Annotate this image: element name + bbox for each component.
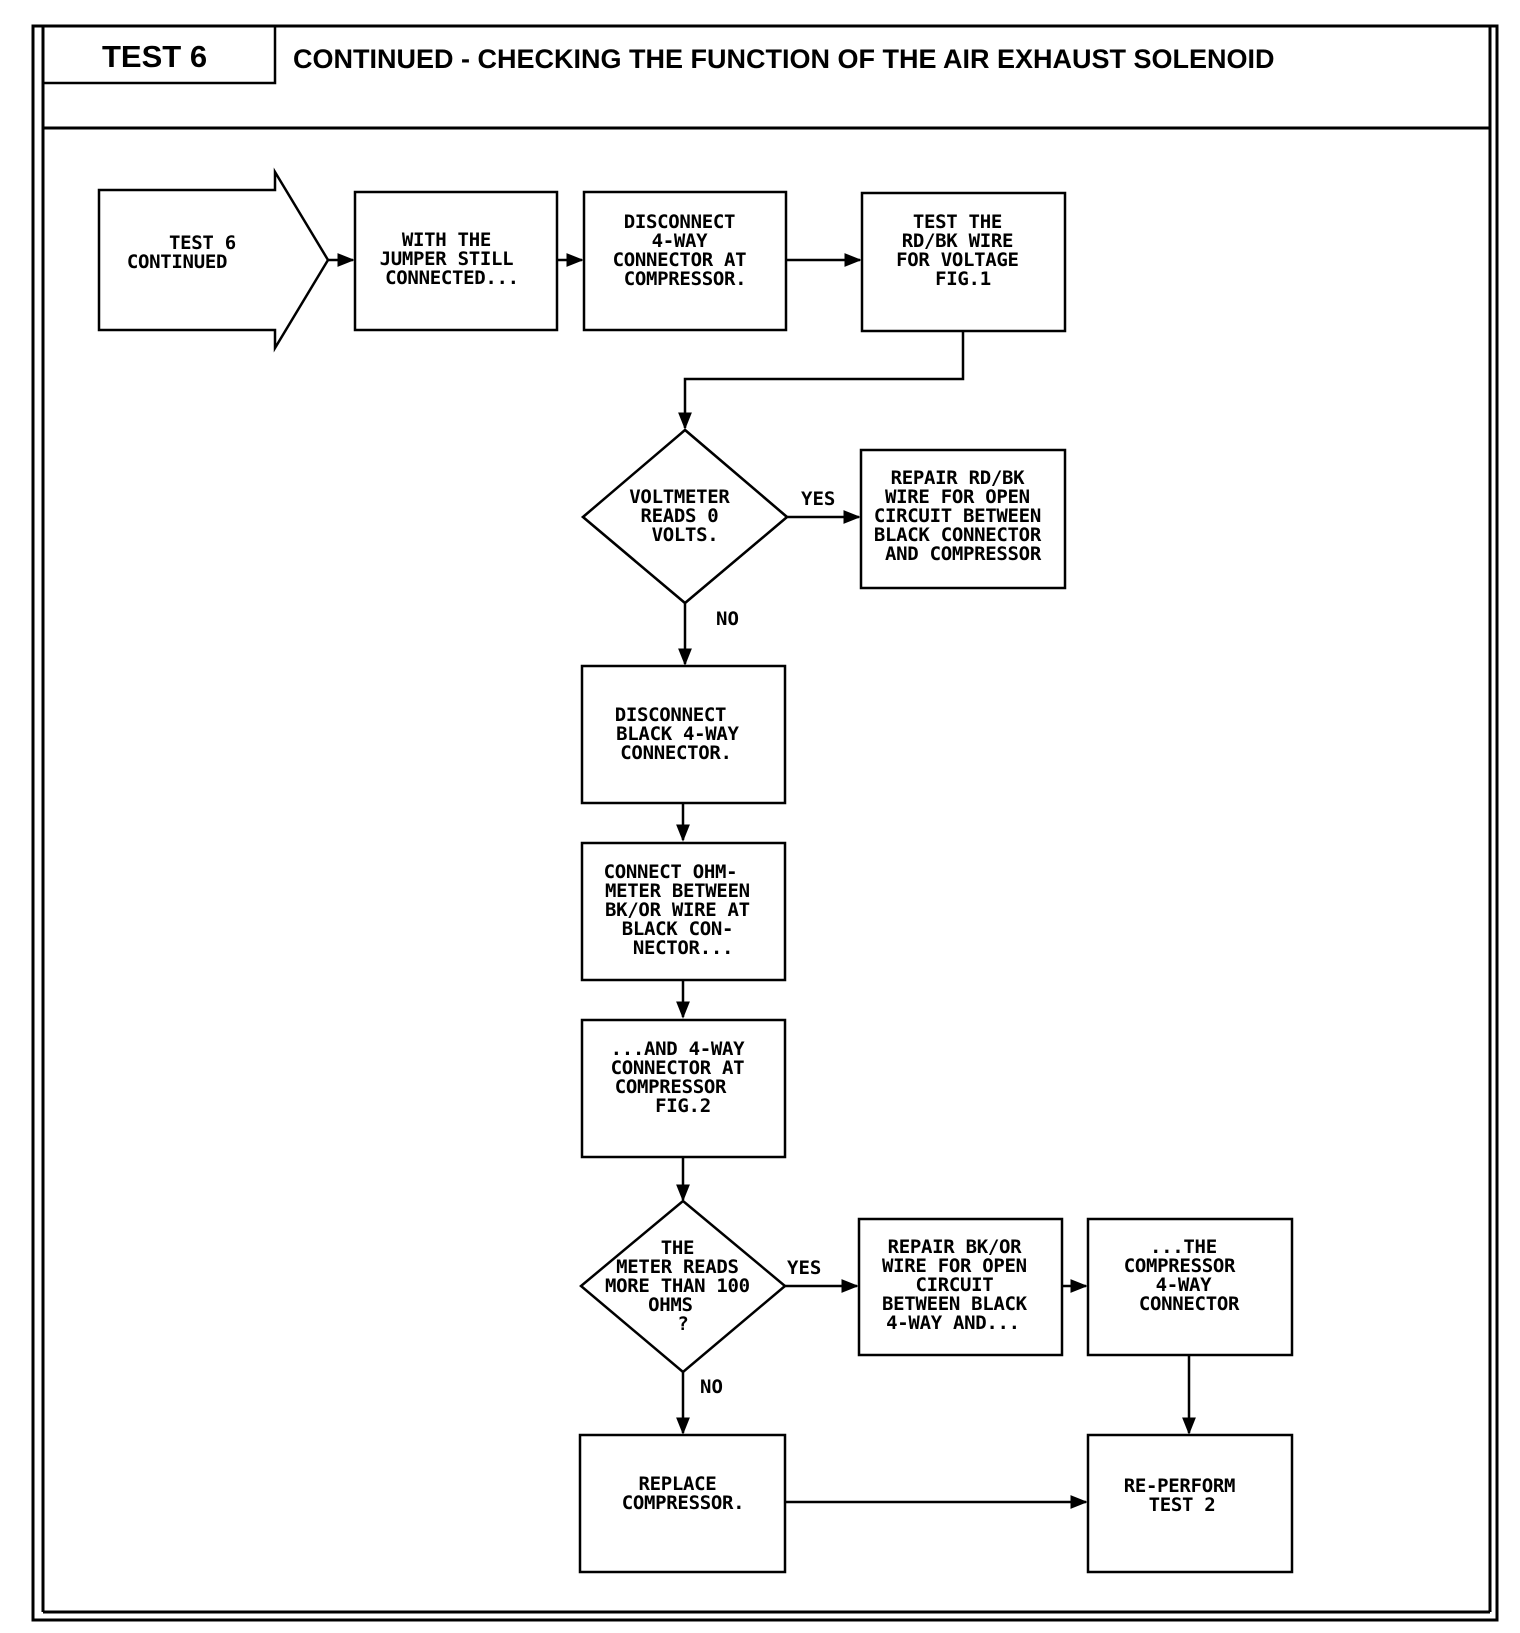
svg-text:REPAIR RD/BK WIRE FOR OP: REPAIR RD/BK WIRE FOR OPEN CIRCUIT BETWE… — [874, 467, 1052, 565]
connectors — [328, 253, 1196, 1509]
reperform-test-2: RE-PERFORM TEST 2 — [1086, 1433, 1294, 1574]
replace-compressor: REPLACE COMPRESSOR. — [578, 1433, 787, 1574]
svg-text:DISCONNECT 4-WAY C: DISCONNECT 4-WAY CONNECTOR AT COMPRESSOR… — [613, 211, 758, 290]
step-disconnect-compressor-connector: DISCONNECT 4-WAY CONNECTOR AT COMPRESSOR… — [582, 190, 788, 332]
no-label-meter: NO — [700, 1376, 723, 1398]
decision-voltmeter-reads-zero: VOLTMETER READS 0 VOLTS. — [581, 428, 789, 605]
svg-text:REPAIR BK/OR WIRE FOR OP: REPAIR BK/OR WIRE FOR OPEN CIRCUIT BETWE… — [882, 1236, 1038, 1334]
step-and-4way-connector: ...AND 4-WAY CONNECTOR AT COMPRESSOR FIG… — [580, 1018, 787, 1159]
page-title: CONTINUED - CHECKING THE FUNCTION OF THE… — [293, 44, 1275, 74]
svg-text:TEST THE RD/BK WIRE: TEST THE RD/BK WIRE FOR VOLTAGE FIG.1 — [896, 211, 1030, 290]
page-frame — [31, 24, 1499, 1622]
repair-rdbk-wire: REPAIR RD/BK WIRE FOR OPEN CIRCUIT BETWE… — [859, 448, 1067, 590]
svg-text:...THE COMPRESSOR: ...THE COMPRESSOR 4-WAY CONNECTOR — [1124, 1236, 1247, 1315]
svg-text:CONNECT OHM- METER BETWE: CONNECT OHM- METER BETWEEN BK/OR WIRE AT… — [604, 861, 761, 959]
start-node: TEST 6 CONTINUED — [97, 167, 330, 353]
step-connect-ohmmeter: CONNECT OHM- METER BETWEEN BK/OR WIRE AT… — [580, 841, 787, 982]
test-label: TEST 6 — [102, 39, 207, 74]
compressor-4way-connector: ...THE COMPRESSOR 4-WAY CONNECTOR — [1086, 1217, 1294, 1357]
yes-label-voltmeter: YES — [801, 488, 835, 510]
step-jumper-still-connected: WITH THE JUMPER STILL CONNECTED... — [353, 190, 559, 332]
start-label: TEST 6 CONTINUED — [127, 232, 247, 273]
repair-bkor-wire: REPAIR BK/OR WIRE FOR OPEN CIRCUIT BETWE… — [857, 1217, 1064, 1357]
step-disconnect-black-connector: DISCONNECT BLACK 4-WAY CONNECTOR. — [580, 664, 787, 805]
svg-text:VOLTMETER READS 0: VOLTMETER READS 0 VOLTS. — [629, 486, 740, 546]
step-test-rdbk-wire: TEST THE RD/BK WIRE FOR VOLTAGE FIG.1 — [860, 191, 1067, 333]
svg-text:WITH THE JUMPER STILL: WITH THE JUMPER STILL CONNECTED... — [380, 229, 525, 289]
svg-text:RE-PERFORM TEST 2: RE-PERFORM TEST 2 — [1124, 1475, 1247, 1516]
svg-text:REPLACE COMPRESSOR.: REPLACE COMPRESSOR. — [622, 1473, 745, 1514]
svg-text:...AND 4-WAY CONNECTOR A: ...AND 4-WAY CONNECTOR AT COMPRESSOR FIG… — [611, 1038, 756, 1117]
decision-meter-over-100-ohms: THE METER READS MORE THAN 100 OHMS ? — [579, 1199, 787, 1374]
yes-label-meter: YES — [787, 1257, 821, 1279]
no-label-voltmeter: NO — [716, 608, 739, 630]
svg-text:DISCONNECT BLACK 4-WAY: DISCONNECT BLACK 4-WAY CONNECTOR. — [615, 704, 750, 764]
svg-text:THE METER READS MO: THE METER READS MORE THAN 100 OHMS ? — [605, 1237, 761, 1335]
